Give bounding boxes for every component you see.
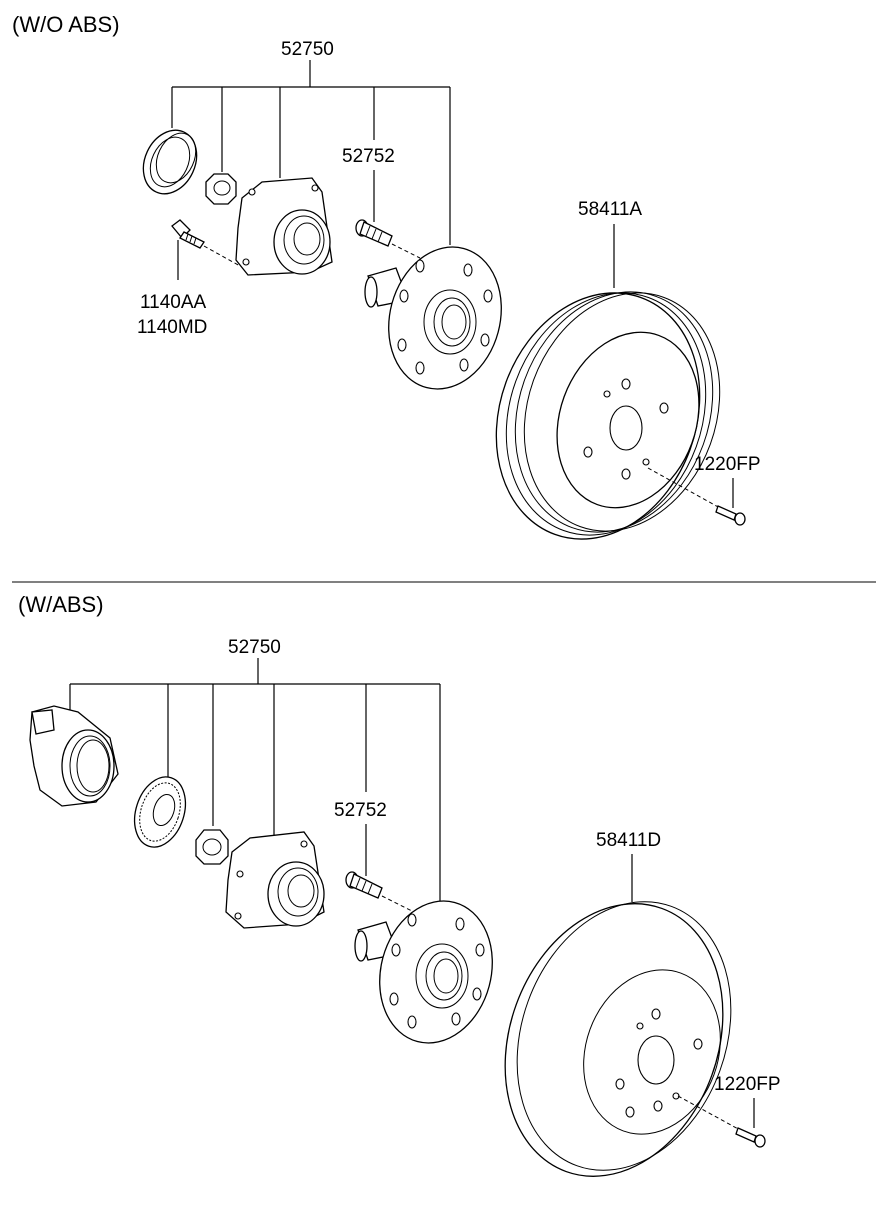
label-flange-bolt-2: 1140MD — [137, 317, 207, 338]
label-screw-top: 1220FP — [694, 454, 761, 475]
label-flange-bolt-1: 1140AA — [140, 292, 207, 313]
bearing-housing-bottom — [225, 831, 325, 929]
label-screw-bottom: 1220FP — [714, 1074, 781, 1095]
abs-tone-ring — [133, 776, 187, 848]
wheel-hub-bottom — [354, 900, 493, 1044]
section-title-w-abs: (W/ABS) — [18, 592, 104, 617]
wheel-hub-top — [364, 246, 502, 390]
hub-bolt-bottom — [345, 871, 415, 913]
bearing-housing-top — [235, 177, 333, 276]
label-hub-assy-bottom: 52750 — [228, 637, 281, 658]
callout-hub-assy-bracket-bottom — [69, 658, 441, 910]
drum-screw — [647, 467, 746, 526]
label-hub-bolt-bottom: 52752 — [334, 800, 387, 821]
label-hub-bolt-top: 52752 — [342, 146, 395, 167]
callout-hub-assy-bracket-top — [171, 60, 451, 245]
brake-drum — [495, 291, 721, 540]
label-hub-assy-top: 52750 — [281, 39, 334, 60]
flange-bolt-top — [171, 219, 241, 280]
dust-seal-ring-top — [142, 129, 198, 195]
section-title-wo-abs: (W/O ABS) — [12, 12, 120, 37]
label-disc: 58411D — [596, 830, 661, 851]
abs-sensor-housing — [29, 705, 119, 807]
hub-nut-bottom — [195, 829, 229, 865]
label-drum: 58411A — [578, 199, 642, 220]
section-wo-abs: (W/O ABS) 52750 — [12, 12, 761, 540]
disc-screw — [677, 1095, 766, 1148]
hub-nut-top — [205, 173, 237, 205]
hub-bolt-top — [355, 219, 421, 259]
brake-disc — [504, 901, 732, 1177]
section-w-abs: (W/ABS) 52750 — [18, 592, 781, 1177]
